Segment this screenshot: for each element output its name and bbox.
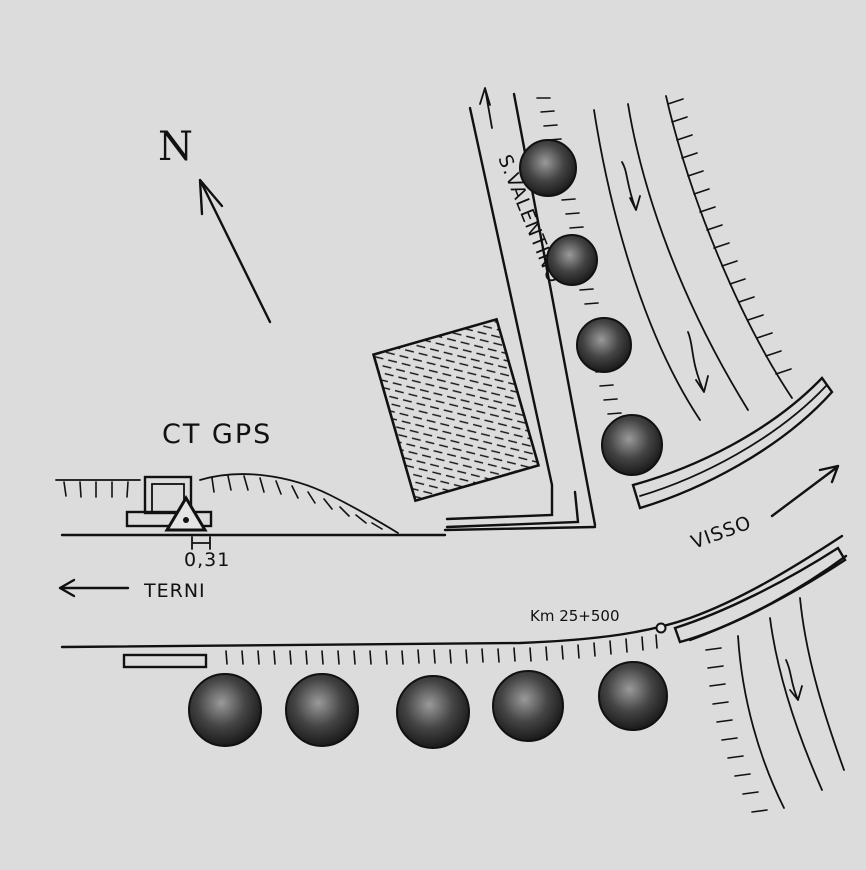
guard-rails xyxy=(122,376,847,669)
river-lower xyxy=(705,597,845,813)
tree-icon xyxy=(285,673,359,747)
distance-label: 0,31 xyxy=(184,549,230,571)
tree-row-upper xyxy=(519,139,663,476)
tree-icon xyxy=(546,234,598,286)
tree-icon xyxy=(598,661,668,731)
river-upper xyxy=(536,95,793,421)
warning-triangle-icon xyxy=(164,495,208,532)
embankment xyxy=(55,473,399,534)
tree-icon xyxy=(188,673,262,747)
direction-arrow-icon xyxy=(770,464,840,518)
terni-label: TERNI xyxy=(143,580,206,602)
road-embankment xyxy=(225,634,658,665)
river-flow-icon xyxy=(621,161,709,393)
km-marker-point xyxy=(655,622,667,634)
river-flow-icon xyxy=(785,659,803,701)
building xyxy=(371,317,541,503)
north-label: N xyxy=(158,124,193,170)
tree-row-lower xyxy=(188,661,668,749)
distance-marker xyxy=(191,536,211,550)
tree-icon xyxy=(396,675,470,749)
tree-icon xyxy=(576,317,632,373)
tree-icon xyxy=(492,670,564,742)
station-label: CT GPS xyxy=(162,419,272,450)
direction-arrow-icon xyxy=(58,578,130,598)
tree-icon xyxy=(601,414,663,476)
tree-icon xyxy=(519,139,577,197)
km-marker-label: Km 25+500 xyxy=(530,607,620,625)
north-arrow-icon xyxy=(198,178,272,324)
